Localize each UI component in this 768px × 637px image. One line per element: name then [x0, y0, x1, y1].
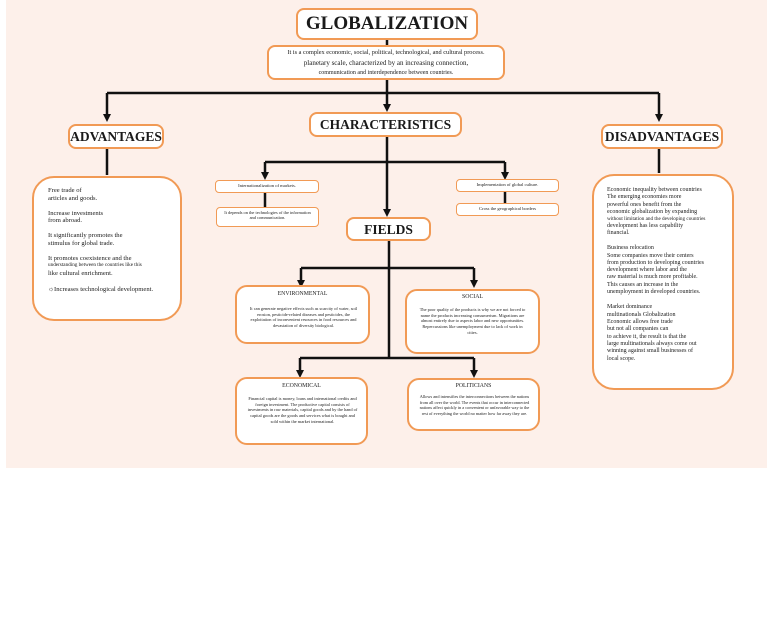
field-economical-box: ECONOMICAL Financial capital is money, l… [235, 377, 368, 445]
field-title: SOCIAL [462, 294, 483, 300]
field-text: Financial capital is money, loans and in… [247, 396, 358, 424]
disadvantage-line: Business relocation [607, 245, 654, 252]
disadvantages-text: Economic inequality between countries Th… [607, 187, 731, 363]
disadvantage-line: local scope. [607, 355, 636, 362]
disadvantage-line: development where labor and the [607, 267, 687, 274]
characteristic-text: It depends on the technologies of the in… [224, 210, 311, 221]
disadvantage-line: Economic allows free trade [607, 319, 673, 326]
disadvantages-box: Economic inequality between countries Th… [592, 174, 734, 390]
title-text: GLOBALIZATION [305, 13, 469, 34]
characteristic-box: Cross the geographical borders [456, 203, 559, 216]
characteristic-text: Implementation of global culture. [476, 182, 539, 187]
disadvantages-heading-box: DISADVANTAGES [601, 124, 723, 149]
disadvantage-line: powerful ones benefit from the [607, 201, 682, 208]
fields-heading-box: FIELDS [346, 217, 431, 241]
advantage-line: understanding between the countries like… [48, 262, 142, 269]
disadvantage-line: raw material is much more profitable. [607, 274, 698, 281]
characteristic-box: It depends on the technologies of the in… [216, 207, 319, 227]
characteristics-heading-box: CHARACTERISTICS [309, 112, 462, 137]
definition-line-2: planetary scale, characterized by an inc… [303, 59, 469, 68]
characteristic-text: Internationalization of markets. [238, 183, 296, 188]
characteristic-box: Internationalization of markets. [215, 180, 319, 193]
disadvantage-line: from production to developing countries [607, 259, 704, 266]
advantage-line: like cultural enrichment. [48, 270, 113, 278]
advantage-line: articles and goods. [48, 194, 98, 202]
disadvantage-line: The emerging economies more [607, 194, 682, 201]
field-title: ECONOMICAL [282, 383, 321, 389]
disadvantage-line: Economic inequality between countries [607, 187, 702, 193]
advantages-box: Free trade of articles and goods. Increa… [32, 176, 182, 321]
disadvantage-line: This causes an increase in the [607, 281, 679, 288]
disadvantage-line: Some companies move their centers [607, 252, 694, 259]
disadvantage-line: development has less capability [607, 222, 684, 229]
definition-text: It is a complex economic, social, politi… [271, 49, 501, 77]
advantages-heading: ADVANTAGES [70, 129, 162, 144]
disadvantage-line [607, 237, 731, 245]
disadvantage-line: but not all companies can [607, 326, 669, 333]
disadvantage-line: financial. [607, 229, 630, 236]
advantage-line: Increase investments [48, 209, 104, 217]
disadvantage-line: unemployment in developed countries. [607, 289, 701, 296]
advantages-text: Free trade of articles and goods. Increa… [48, 187, 180, 294]
field-environmental-box: ENVIRONMENTAL It can generate negative e… [235, 285, 370, 344]
disadvantage-line: multinationals Globalization [607, 311, 676, 318]
fields-heading: FIELDS [364, 222, 413, 237]
advantage-line: It promotes coexistence and the [48, 254, 132, 262]
characteristics-heading: CHARACTERISTICS [319, 117, 452, 132]
title-box: GLOBALIZATION [296, 8, 478, 40]
field-text: Allows and intensifies the interconnecti… [419, 394, 530, 416]
characteristic-text: Cross the geographical borders [478, 206, 537, 211]
disadvantage-line: winning against small businesses of [607, 348, 693, 355]
field-title: POLITICIANS [455, 383, 492, 389]
field-politicians-box: POLITICIANS Allows and intensifies the i… [407, 378, 540, 431]
disadvantage-line: without limitation and the developing co… [607, 216, 706, 223]
advantage-line: Free trade of [48, 187, 82, 194]
disadvantage-line: to achieve it, the result is that the [607, 333, 687, 340]
definition-line-3: communication and interdependence betwee… [318, 69, 454, 76]
field-title: ENVIRONMENTAL [277, 291, 328, 297]
advantage-line: stimulus for global trade. [48, 239, 115, 247]
advantage-line: It significantly promotes the [48, 232, 123, 240]
field-text: It can generate negative effects such as… [249, 306, 358, 328]
advantage-line: ☼Increases technological development. [48, 286, 154, 294]
disadvantage-line [607, 296, 731, 304]
field-text: The poor quality of the products is why … [419, 307, 526, 335]
disadvantage-line: economic globalization by expanding [607, 208, 698, 215]
field-social-box: SOCIAL The poor quality of the products … [405, 289, 540, 354]
disadvantages-heading: DISADVANTAGES [604, 129, 720, 144]
definition-line-1: It is a complex economic, social, politi… [287, 49, 485, 56]
disadvantage-line: Market dominance [607, 304, 653, 311]
advantages-heading-box: ADVANTAGES [68, 124, 164, 149]
characteristic-box: Implementation of global culture. [456, 179, 559, 192]
advantage-line: from abroad. [48, 217, 83, 225]
disadvantage-line: large multinationals always come out [607, 340, 697, 347]
definition-box: It is a complex economic, social, politi… [267, 45, 505, 80]
